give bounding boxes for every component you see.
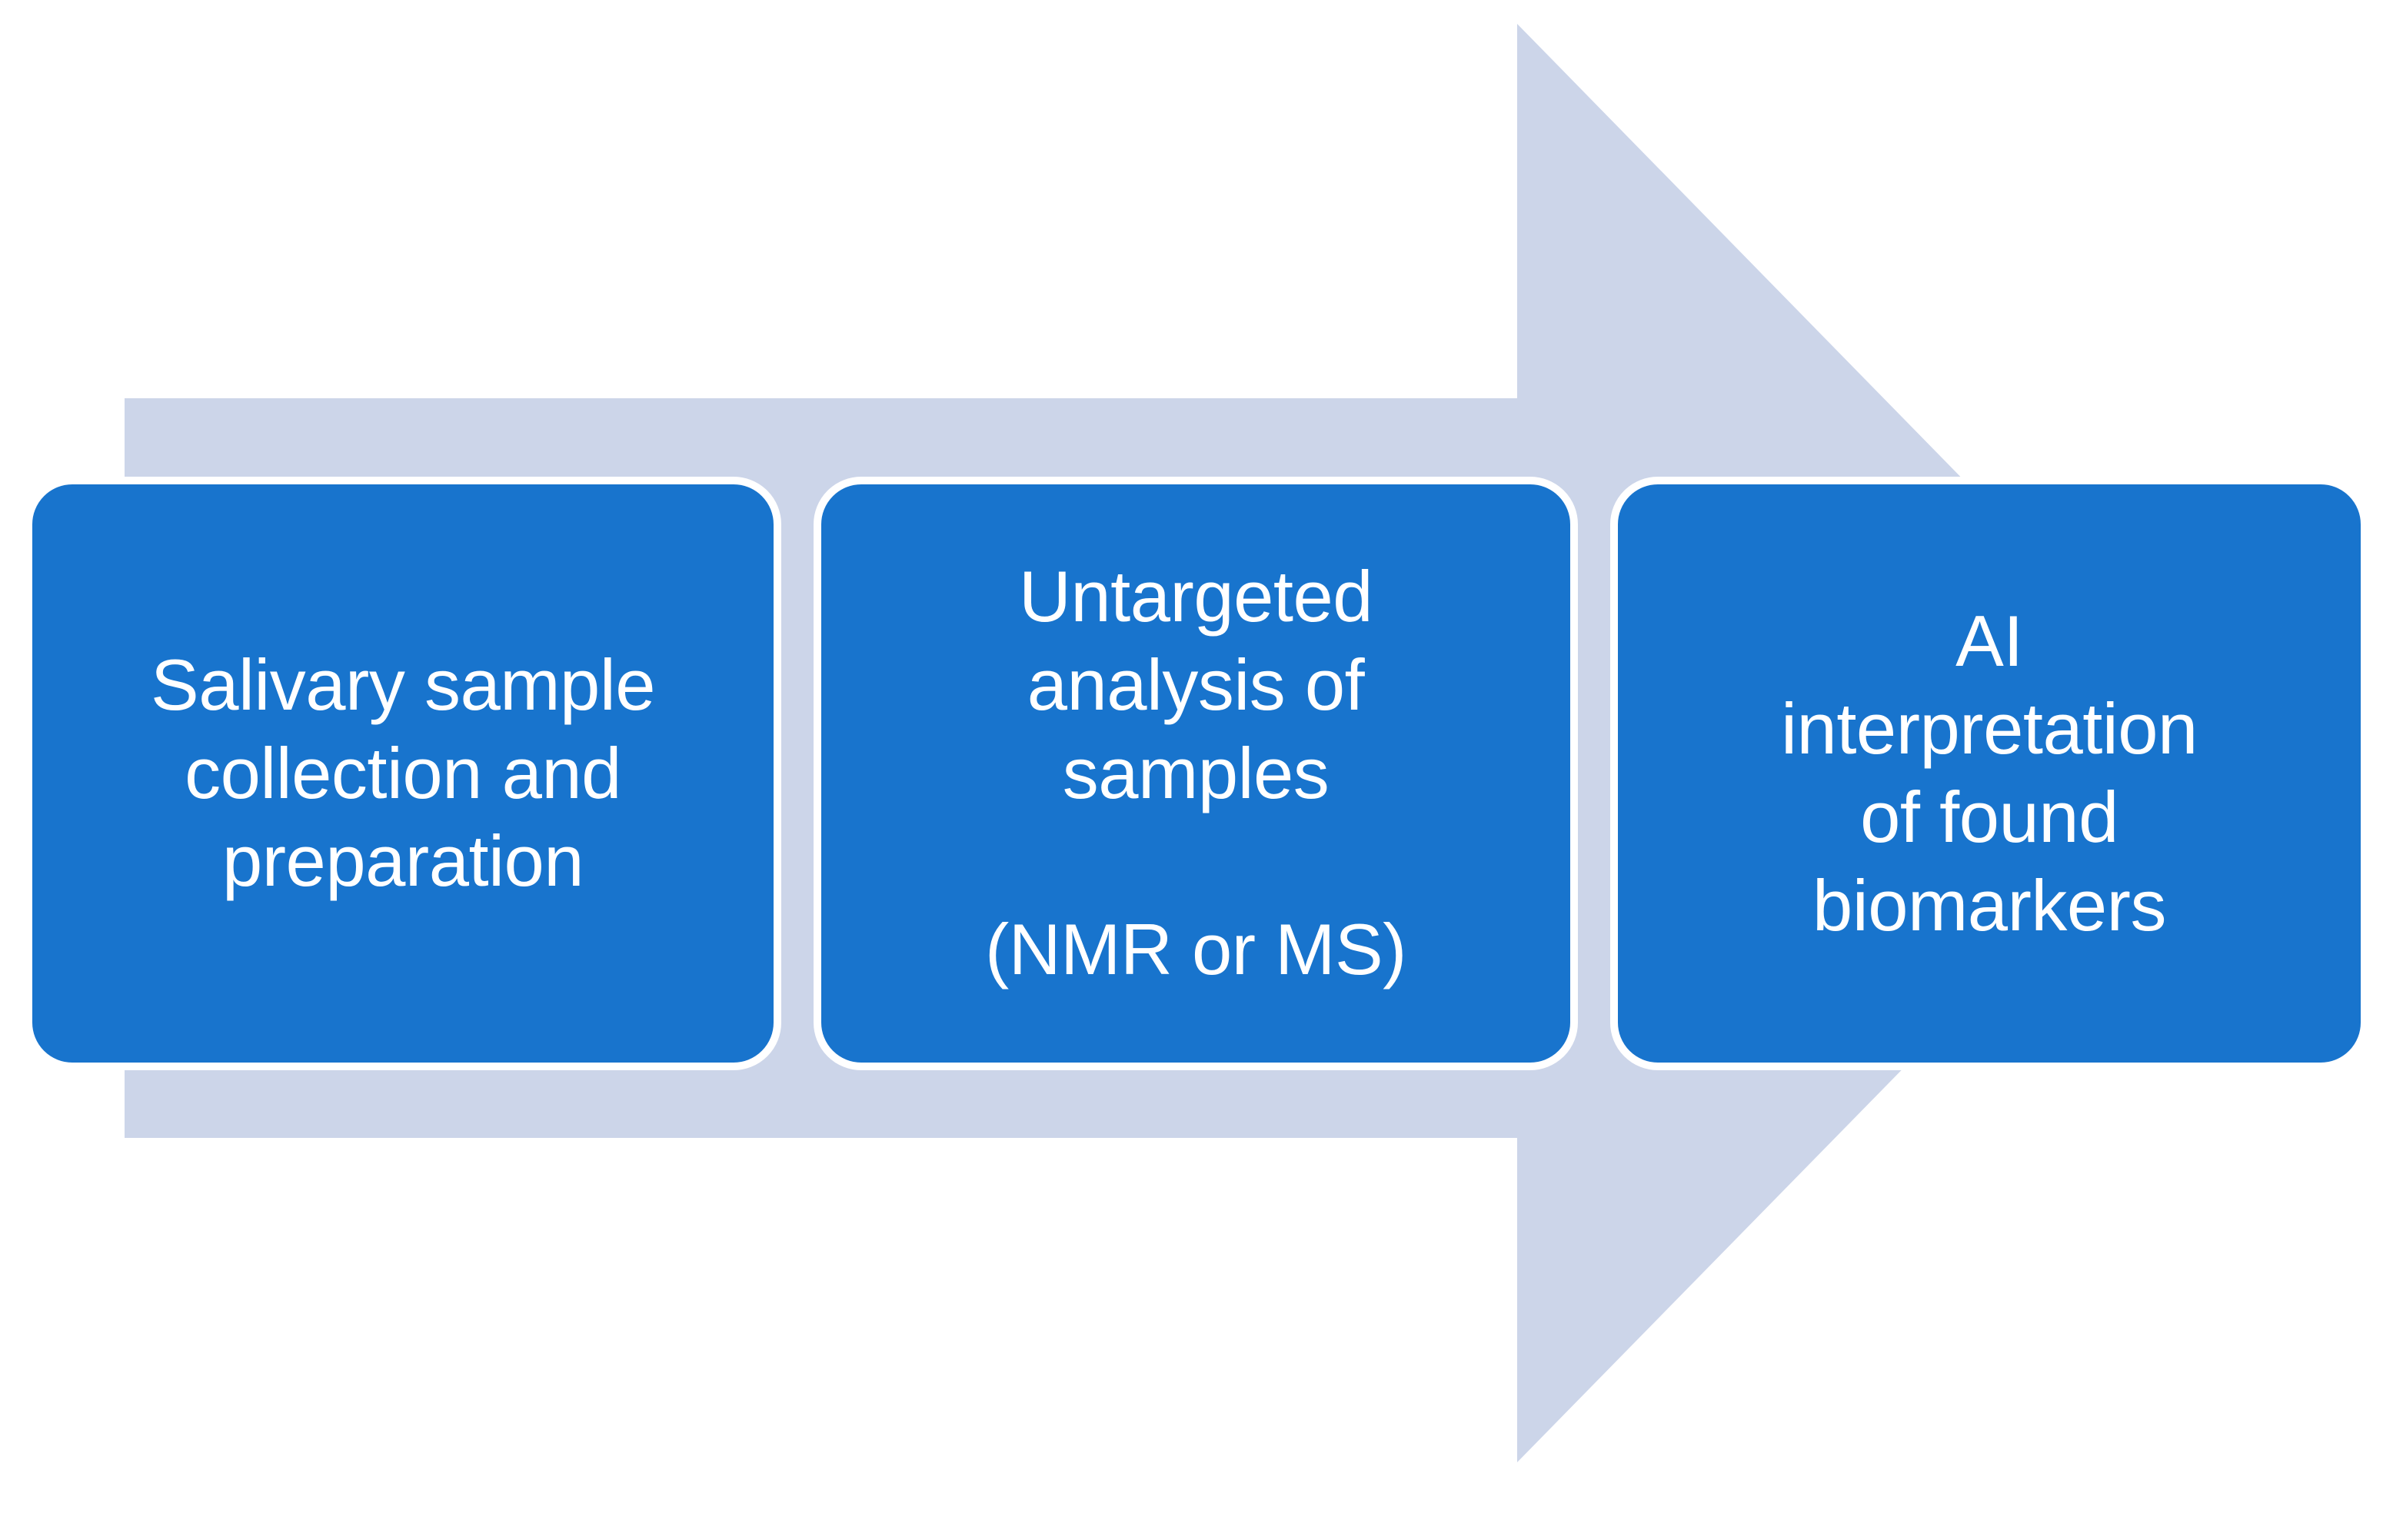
process-step-1-label: Salivary sample collection and preparati… [151,644,655,902]
process-step-2[interactable]: Untargeted analysis of samples (NMR or M… [814,477,1578,1070]
process-step-2-label: Untargeted analysis of samples (NMR or M… [985,556,1407,990]
process-step-3[interactable]: AI interpretation of found biomarkers [1610,477,2368,1070]
process-step-1[interactable]: Salivary sample collection and preparati… [25,477,781,1070]
process-step-3-label: AI interpretation of found biomarkers [1781,600,2198,946]
